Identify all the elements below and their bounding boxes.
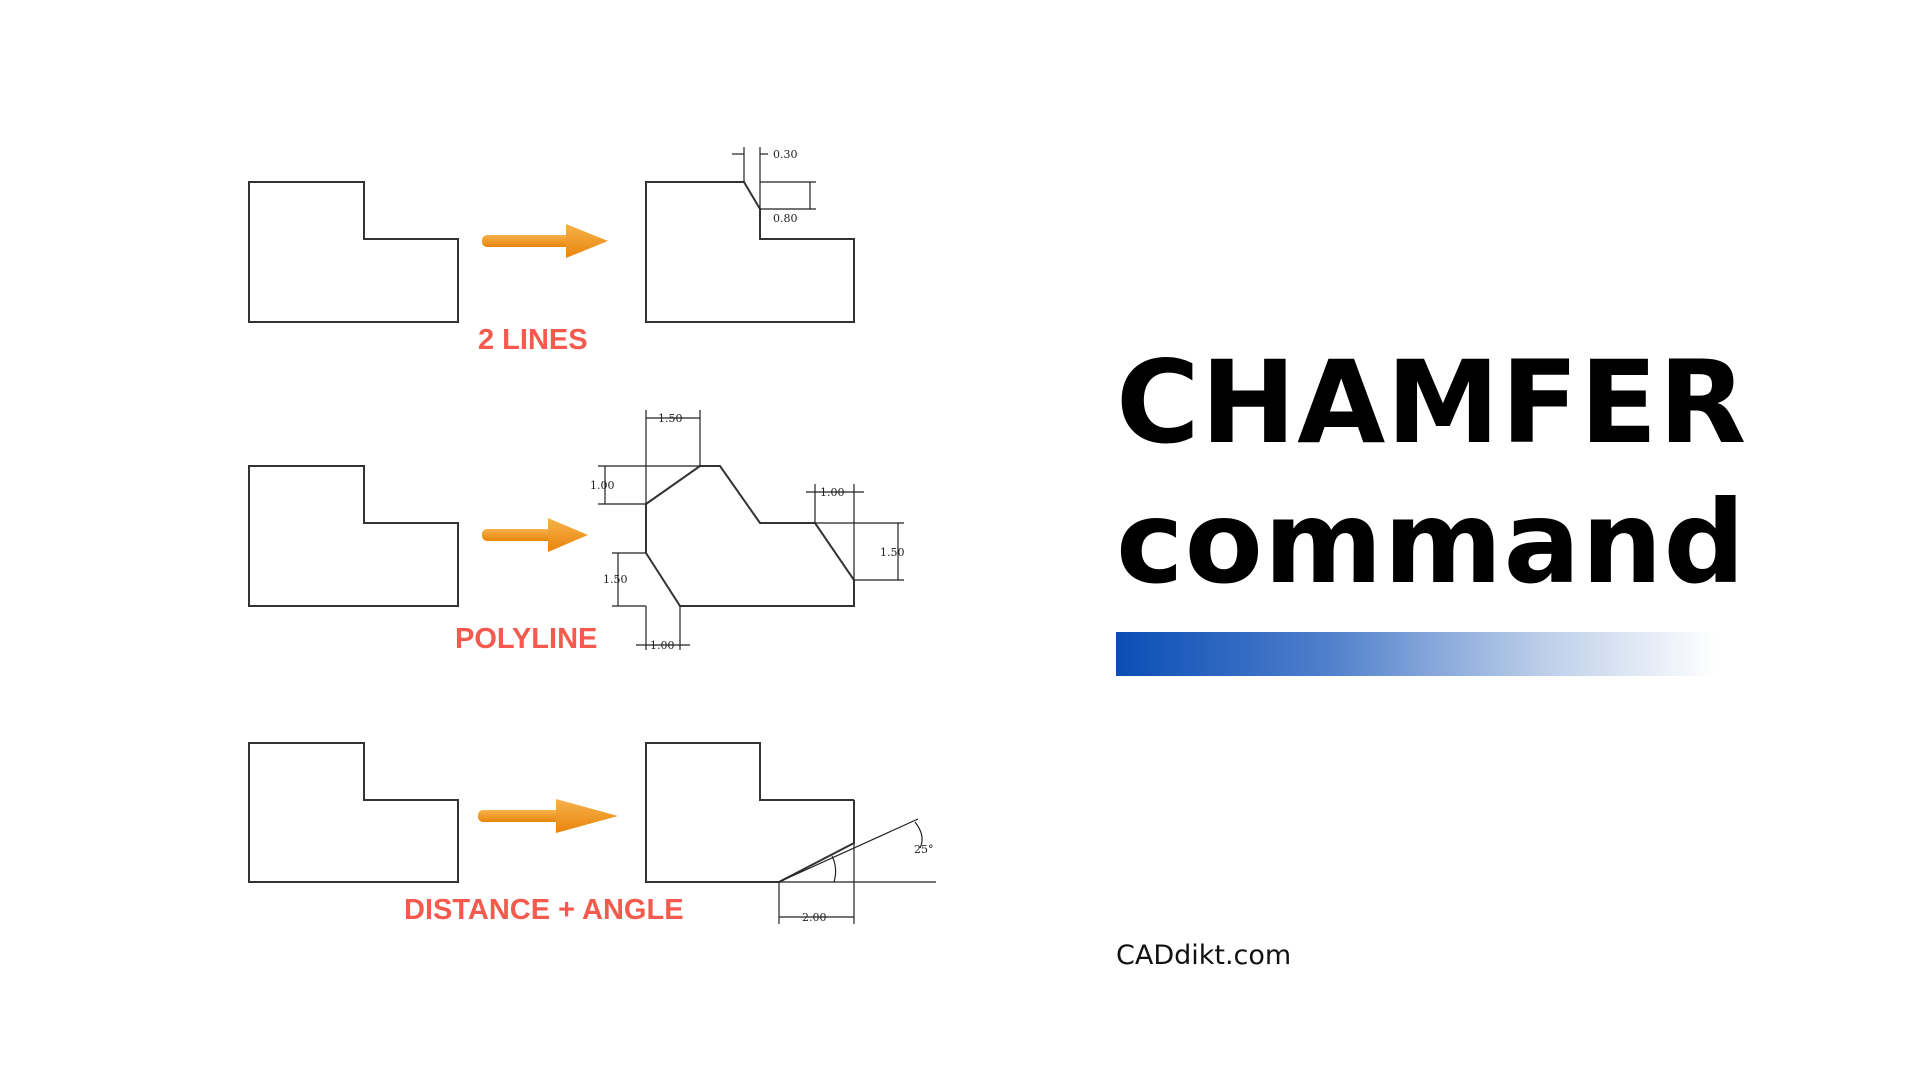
page-title-line-2: command <box>1116 476 1747 609</box>
example-polyline: 1.50 1.00 1.50 1.00 1.00 1.50 POLYLINE <box>248 410 905 655</box>
arrow-icon <box>478 799 618 833</box>
dimension-label: 1.50 <box>880 546 905 559</box>
example-caption: POLYLINE <box>455 623 597 655</box>
dimension-label: 1.50 <box>603 573 628 586</box>
original-shape <box>248 465 459 607</box>
original-shape <box>248 181 459 323</box>
dimension-label: 1.00 <box>650 639 675 652</box>
chamfered-shape <box>645 465 855 607</box>
dimension-label: 25° <box>914 843 934 856</box>
dimension-label: 0.30 <box>773 148 798 161</box>
chamfered-shape <box>645 181 855 323</box>
dimension-label: 1.50 <box>658 412 683 425</box>
example-caption: 2 LINES <box>478 324 588 356</box>
site-label: CADdikt.com <box>1116 940 1292 971</box>
dimension-label: 0.80 <box>773 212 798 225</box>
dimension-label: 1.00 <box>590 479 615 492</box>
accent-gradient-bar <box>1116 632 1716 676</box>
page-title-line-1: CHAMFER <box>1116 336 1748 469</box>
arrow-icon <box>482 224 608 258</box>
example-distance-angle: 25° 2.00 DISTANCE + ANGLE <box>248 742 936 926</box>
dimension-label: 2.00 <box>802 911 827 924</box>
example-caption: DISTANCE + ANGLE <box>404 894 684 926</box>
original-shape <box>248 742 459 883</box>
chamfer-diagram: 0.30 0.80 2 LINES 1.50 1.00 1.50 <box>248 147 936 926</box>
arrow-icon <box>482 518 588 552</box>
example-2-lines: 0.30 0.80 2 LINES <box>248 147 855 356</box>
chamfered-shape <box>645 742 855 883</box>
dimension-label: 1.00 <box>820 486 845 499</box>
